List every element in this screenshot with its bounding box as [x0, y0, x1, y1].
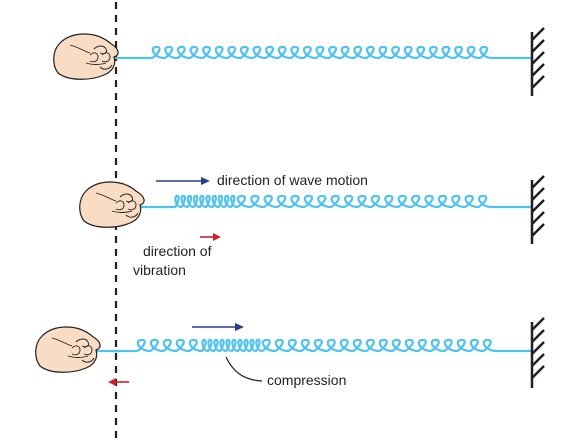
wave-direction-label: direction of wave motion — [217, 172, 368, 188]
wall-icon — [530, 27, 545, 96]
wave-direction-arrow — [192, 323, 244, 331]
vibration-direction-arrow — [200, 233, 221, 241]
vibration-label-line2: vibration — [133, 262, 186, 278]
spring-coil-row3 — [92, 338, 532, 353]
compression-label: compression — [267, 372, 347, 388]
wall-icon — [530, 175, 545, 244]
vibration-label-line1: direction of — [143, 243, 212, 259]
hand-icon — [53, 33, 119, 80]
wall-icon — [530, 317, 545, 388]
hand-icon — [79, 181, 145, 228]
hand-icon — [35, 326, 101, 373]
compression-leader-line — [225, 356, 263, 382]
vibration-direction-arrow — [108, 378, 129, 386]
spring-coil-row2 — [138, 194, 532, 209]
spring-coil-row1 — [113, 45, 532, 60]
wave-direction-arrow — [156, 177, 210, 185]
